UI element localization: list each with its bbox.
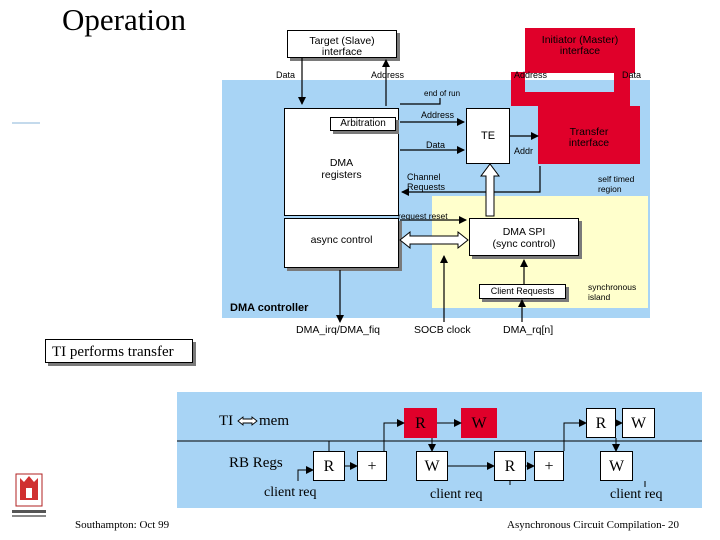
plus2-box (534, 451, 564, 481)
w1-label: W (471, 415, 487, 432)
university-crest-icon (12, 473, 46, 517)
dma-spi-box (469, 218, 579, 256)
dma-registers-label-1: DMA (329, 157, 354, 169)
dma-rq-label: DMA_rq[n] (503, 324, 554, 336)
w3-box (416, 451, 448, 481)
r3-label: R (323, 458, 335, 475)
dma-spi-label-2: (sync control) (492, 238, 556, 250)
data-left-label: Data (276, 70, 296, 80)
target-interface-box (287, 30, 397, 58)
client-req-label-2: client req (430, 487, 483, 502)
ti-label: TI (219, 413, 234, 429)
async-control-box (284, 218, 399, 268)
w1-block (461, 408, 497, 438)
channel-requests-label-2: Requests (407, 182, 446, 192)
r2-box (586, 408, 616, 438)
plus-to-r2-wire (563, 419, 587, 451)
w4-label: W (608, 458, 625, 475)
client-req-label-3: client req (610, 487, 663, 502)
double-arrow-icon (237, 416, 258, 426)
arbitration-box (330, 117, 396, 131)
target-interface-label-1: Target (Slave) (309, 35, 375, 47)
r2-label: R (595, 415, 607, 432)
transfer-interface-label-1: Transfer (569, 126, 609, 138)
initiator-data-bar (614, 72, 630, 92)
client-requests-label: Client Requests (490, 286, 555, 296)
te-box (466, 108, 510, 164)
spi-to-te-arrow (480, 163, 500, 217)
initiator-interface-label-2: interface (559, 45, 601, 57)
plus2-label: + (544, 458, 554, 475)
synchronous-island-label-1: synchronous (588, 282, 637, 292)
channel-requests-label-1: Channel (407, 172, 441, 182)
dma-spi-label-1: DMA SPI (502, 226, 546, 238)
client-requests-box (479, 284, 566, 299)
w4-box (600, 451, 633, 481)
w2-label: W (630, 415, 647, 432)
initiator-link-bar (511, 92, 630, 106)
r3-box (313, 451, 345, 481)
dma-address-label: Address (421, 110, 455, 120)
client-req-1-wire (297, 466, 314, 481)
slide-title: Operation (62, 2, 186, 37)
dma-data-label: Data (426, 140, 446, 150)
async-spi-double-arrow (399, 230, 469, 250)
end-of-run-label: end of run (424, 89, 461, 98)
plus1-box (357, 451, 387, 481)
target-interface-label-2: interface (321, 46, 363, 58)
request-reset-label: request reset (398, 211, 448, 221)
initiator-interface-label-1: Initiator (Master) (541, 34, 619, 46)
client-req-label-1: client req (264, 485, 317, 500)
r4-box (494, 451, 526, 481)
transfer-interface-block (538, 106, 640, 164)
arbitration-label: Arbitration (340, 118, 386, 129)
end-of-run-wire (400, 98, 441, 105)
initiator-interface-bar (525, 28, 635, 73)
address-left-label: Address (371, 70, 405, 80)
socb-clock-label: SOCB clock (414, 324, 471, 336)
channel-requests-arrow (401, 166, 541, 196)
dma-registers-label-2: registers (321, 169, 362, 181)
plus-to-r1-wire (383, 419, 405, 451)
dma-controller-label: DMA controller (230, 302, 309, 314)
r1-label: R (415, 415, 426, 432)
plus1-label: + (367, 458, 377, 475)
transfer-heading-box (45, 339, 193, 363)
w3-label: W (424, 458, 440, 475)
self-timed-label-2: region (598, 184, 622, 194)
mem-label: mem (259, 413, 289, 429)
address-right-label: Address (514, 70, 548, 80)
transfer-heading: TI performs transfer (52, 344, 174, 360)
async-control-label: async control (310, 234, 373, 246)
r4-label: R (504, 458, 516, 475)
self-timed-label-1: self timed (598, 174, 635, 184)
initiator-address-bar (511, 72, 525, 92)
dma-irq-label: DMA_irq/DMA_fiq (296, 324, 381, 336)
rb-regs-label: RB Regs (229, 455, 283, 471)
r1-block (404, 408, 437, 438)
footer-right: Asynchronous Circuit Compilation- 20 (507, 519, 680, 531)
addr-label: Addr (514, 146, 534, 156)
te-label: TE (480, 130, 496, 142)
synchronous-island-label-2: island (588, 292, 611, 302)
data-right-label: Data (622, 70, 642, 80)
footer-left: Southampton: Oct 99 (75, 519, 170, 531)
transfer-interface-label-2: interface (568, 137, 610, 149)
